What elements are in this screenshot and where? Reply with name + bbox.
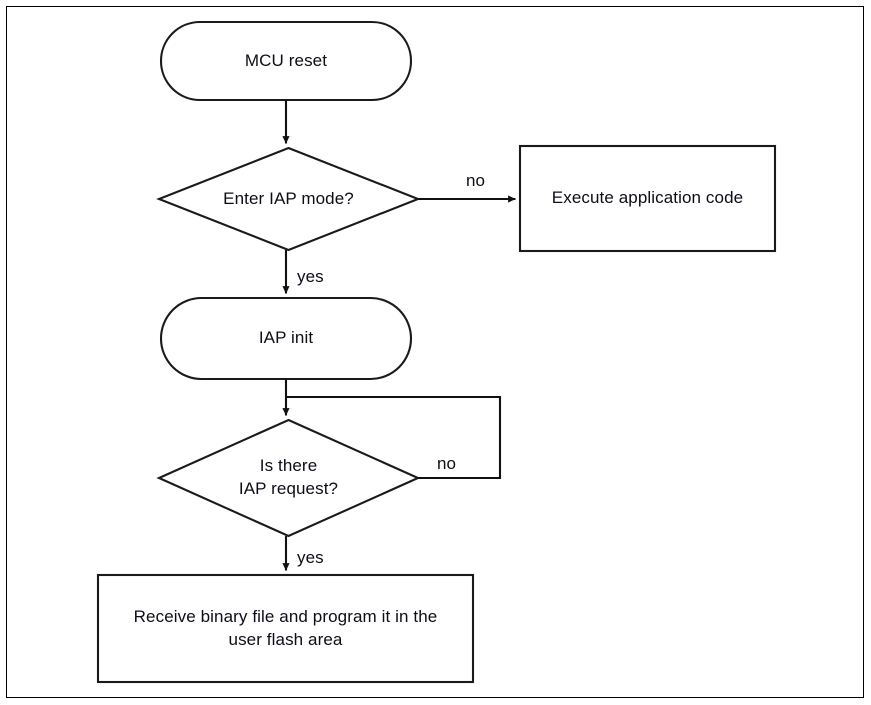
edge-request-no-loop-back <box>286 395 502 480</box>
edge-label-yes-iap-init: yes <box>297 267 324 286</box>
shape-receive-binary-file <box>96 573 475 684</box>
shape-is-there-iap-request <box>156 418 421 538</box>
shape-mcu-reset <box>159 20 413 102</box>
edge-label-no-execute: no <box>466 171 486 190</box>
shape-enter-iap-mode <box>156 146 421 252</box>
shape-iap-init <box>159 296 413 381</box>
shape-execute-application-code <box>518 144 777 253</box>
edge-label-yes-receive: yes <box>297 548 324 567</box>
edge-label-no-loop-back: no <box>437 454 457 473</box>
